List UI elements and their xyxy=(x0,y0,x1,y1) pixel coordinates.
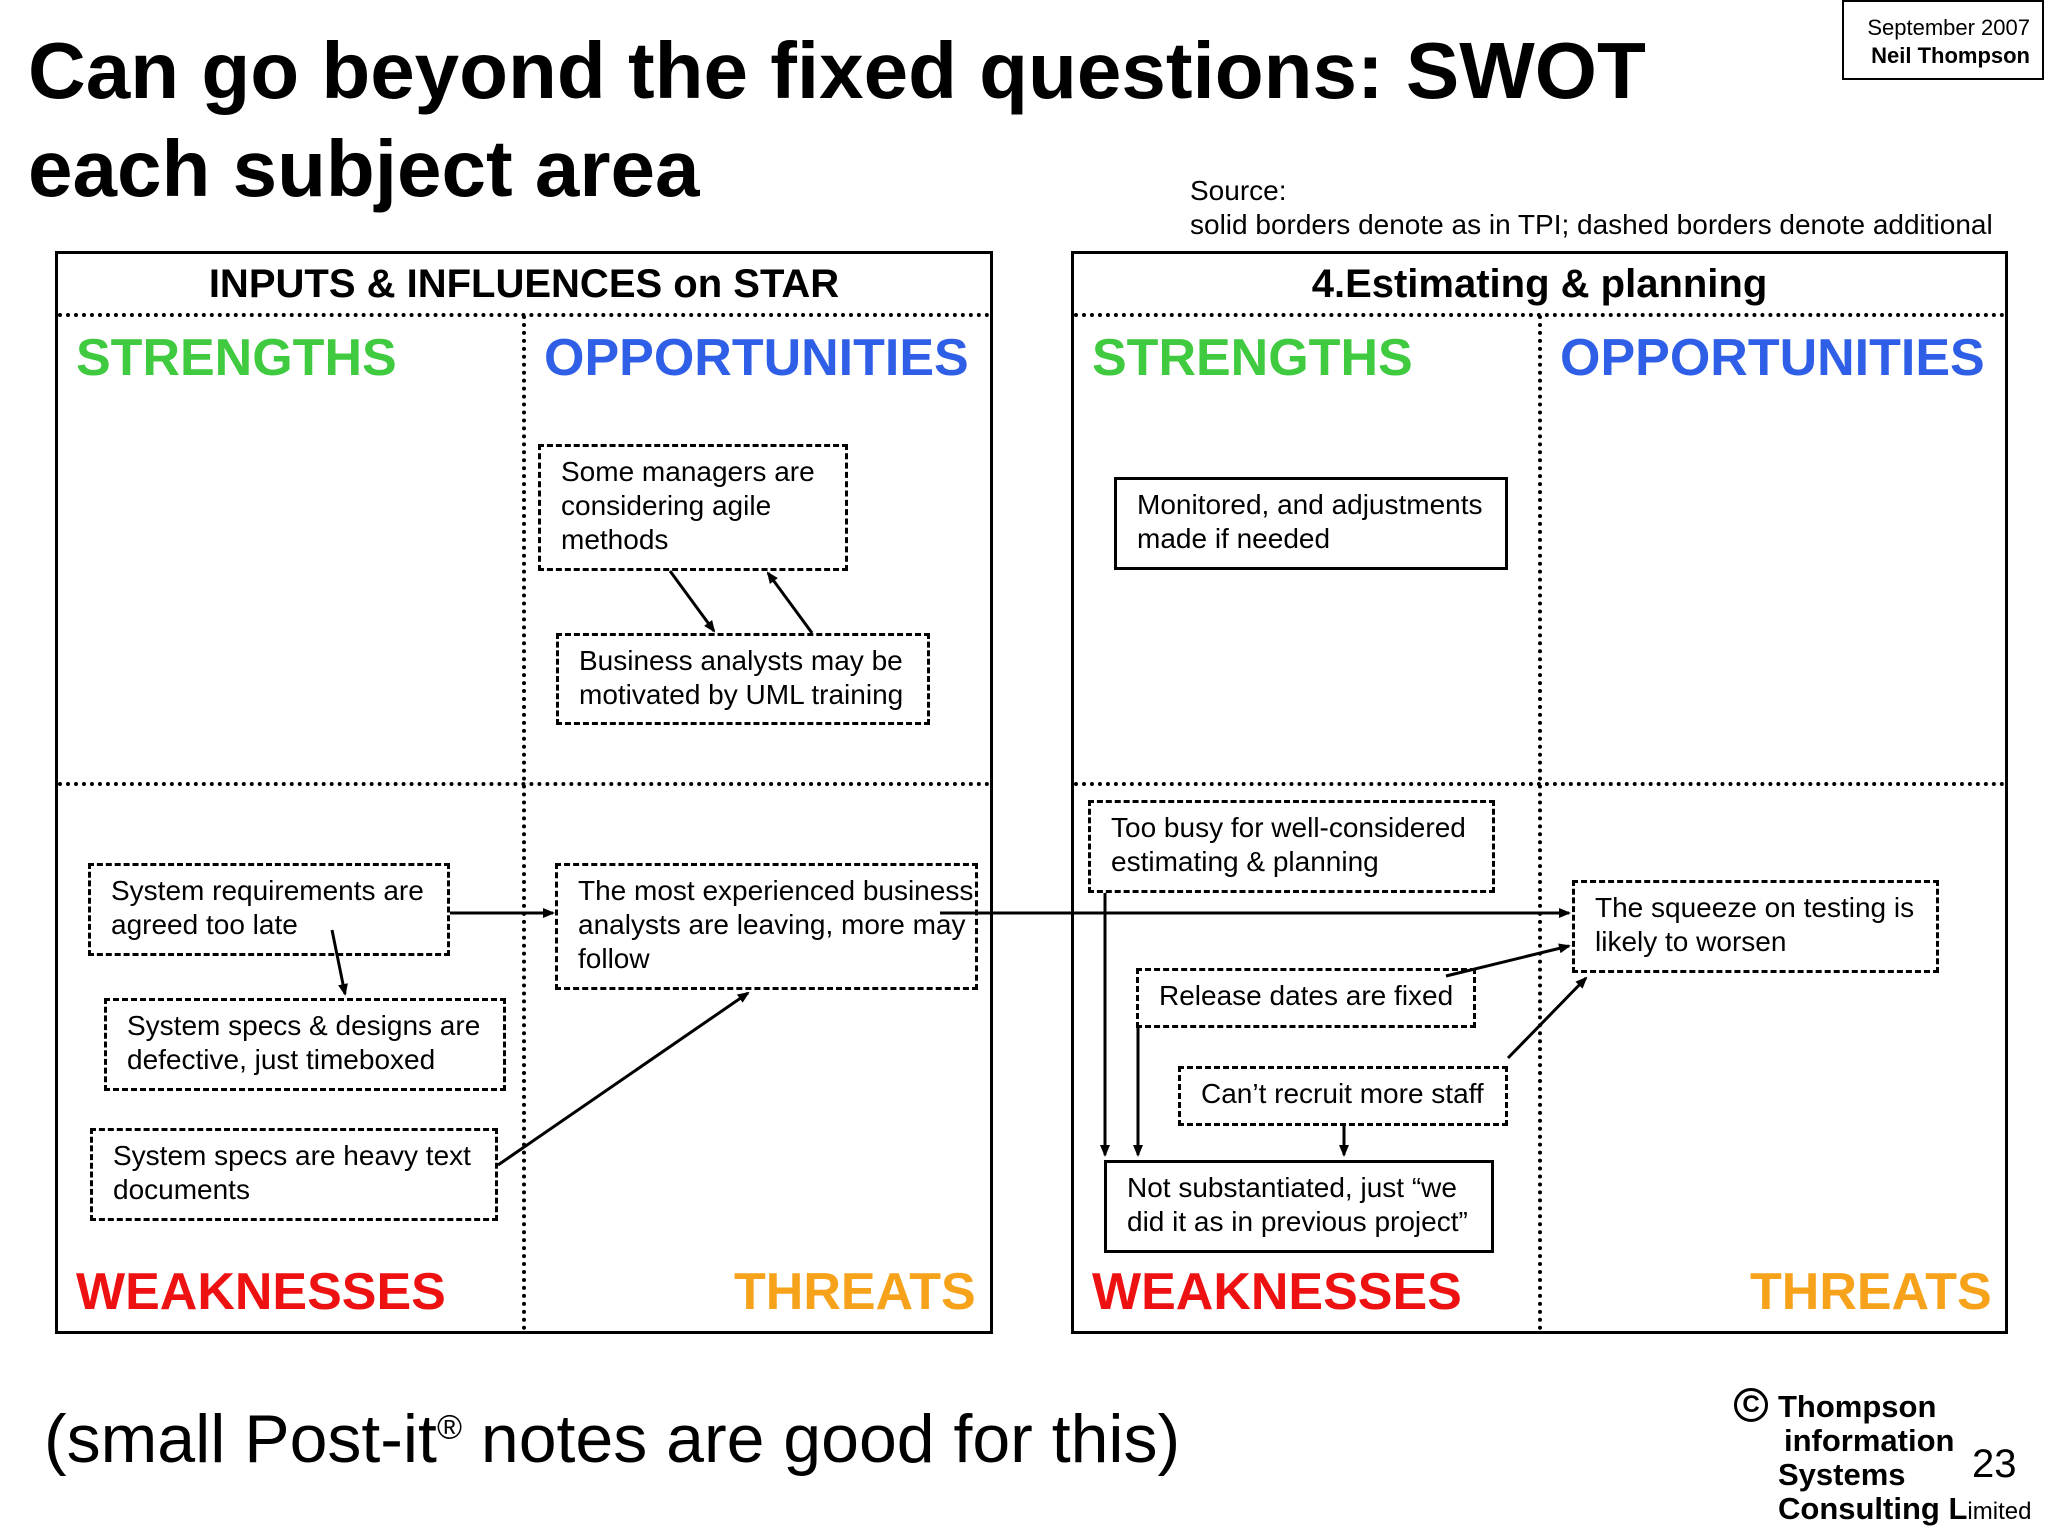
footer-rest-text: notes are good for this) xyxy=(462,1401,1181,1477)
note-specs-heavy: System specs are heavy text documents xyxy=(90,1128,498,1221)
note-specs-defective: System specs & designs are defective, ju… xyxy=(104,998,506,1091)
note-squeeze: The squeeze on testing is likely to wors… xyxy=(1572,880,1939,973)
footer-note: (small Post-it® notes are good for this) xyxy=(44,1400,1180,1478)
right-panel-title: 4.Estimating & planning xyxy=(1311,262,1768,306)
left-weaknesses-label: WEAKNESSES xyxy=(76,1263,446,1321)
source-legend: solid borders denote as in TPI; dashed b… xyxy=(1190,209,1993,240)
note-managers-agile: Some managers are considering agile meth… xyxy=(538,444,848,571)
logo-line3: Systems xyxy=(1778,1457,1906,1492)
company-logo: C Thompson information Systems Consultin… xyxy=(1734,1388,2031,1528)
note-too-busy: Too busy for well-considered estimating … xyxy=(1088,800,1495,893)
right-vertical-divider xyxy=(1538,315,1542,1331)
left-vertical-divider xyxy=(522,315,526,1331)
left-strengths-label: STRENGTHS xyxy=(76,329,397,387)
source-label: Source: xyxy=(1190,175,1287,206)
right-opportunities-label: OPPORTUNITIES xyxy=(1560,329,1985,387)
logo-line1: Thompson xyxy=(1778,1389,1937,1424)
right-threats-label: THREATS xyxy=(1750,1263,1992,1321)
note-release-fixed: Release dates are fixed xyxy=(1136,968,1476,1028)
page-number: 23 xyxy=(1972,1442,2017,1486)
left-panel-title: INPUTS & INFLUENCES on STAR xyxy=(208,262,840,306)
note-sysreq-late: System requirements are agreed too late xyxy=(88,863,450,956)
author-label: Neil Thompson xyxy=(1871,43,2030,68)
footer-main-text: (small Post-it xyxy=(44,1401,437,1477)
source-note: Source: solid borders denote as in TPI; … xyxy=(1190,174,1993,242)
note-ba-uml: Business analysts may be motivated by UM… xyxy=(556,633,930,725)
note-monitored: Monitored, and adjustments made if neede… xyxy=(1114,477,1508,570)
registered-mark: ® xyxy=(436,1408,462,1447)
left-opportunities-label: OPPORTUNITIES xyxy=(544,329,969,387)
date-label: September 2007 xyxy=(1867,15,2030,40)
left-threats-label: THREATS xyxy=(734,1263,976,1321)
date-author-box: September 2007 Neil Thompson xyxy=(1842,0,2044,80)
right-strengths-label: STRENGTHS xyxy=(1092,329,1413,387)
logo-line4-small: imited xyxy=(1967,1498,2032,1525)
slide-title: Can go beyond the fixed questions: SWOT … xyxy=(28,26,1646,213)
note-experienced-leaving: The most experienced business analysts a… xyxy=(555,863,978,990)
logo-line4: Consulting Limited xyxy=(1778,1492,2031,1529)
logo-line4-bold: Consulting L xyxy=(1778,1491,1968,1526)
note-not-substantiated: Not substantiated, just “we did it as in… xyxy=(1104,1160,1494,1253)
copyright-icon: C xyxy=(1734,1388,1768,1422)
note-cant-recruit: Can’t recruit more staff xyxy=(1178,1066,1508,1126)
right-weaknesses-label: WEAKNESSES xyxy=(1092,1263,1462,1321)
logo-line2: information xyxy=(1784,1423,1955,1458)
